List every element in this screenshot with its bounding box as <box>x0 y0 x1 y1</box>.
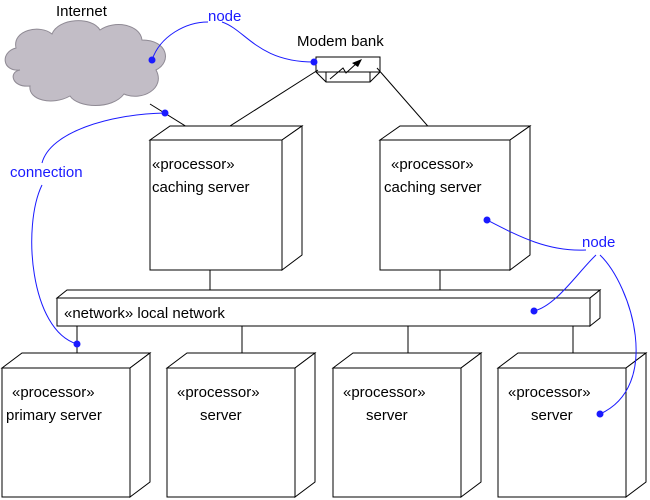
connection-pointer-primary <box>31 184 78 345</box>
server-2-stereotype: «processor» <box>343 384 426 401</box>
internet-cloud <box>4 20 166 106</box>
local-network-label: «network» local network <box>64 305 225 322</box>
server-2-node <box>331 352 483 498</box>
server-3-name: server <box>531 407 573 424</box>
node-dot-server <box>596 410 604 418</box>
caching-server-left-stereotype: «processor» <box>152 156 235 173</box>
node-dot-cache <box>483 216 491 224</box>
node-pointer-server <box>599 254 637 415</box>
caching-server-left-name: caching server <box>152 179 250 196</box>
connection-dot-internet <box>161 109 169 117</box>
primary-server-name: primary server <box>6 407 102 424</box>
caching-server-right-stereotype: «processor» <box>391 156 474 173</box>
connection-dot-primary <box>73 340 81 348</box>
server-1-stereotype: «processor» <box>177 384 260 401</box>
annotation-dots <box>73 56 604 418</box>
modem-bank-label: Modem bank <box>297 33 384 50</box>
server-2-name: server <box>366 407 408 424</box>
node-annotation-right: node <box>582 234 615 251</box>
lightning-icon <box>329 59 362 80</box>
node-pointer-network <box>533 254 597 312</box>
node-pointer-modem <box>221 21 315 63</box>
connection-annotation: connection <box>10 164 83 181</box>
node-dot-modem <box>310 58 318 66</box>
connection-pointer-internet <box>41 112 166 164</box>
node-annotation-top: node <box>208 8 241 25</box>
internet-label: Internet <box>56 3 108 20</box>
node-pointer-cloud <box>151 21 209 61</box>
server-3-node <box>496 352 648 498</box>
server-3-stereotype: «processor» <box>508 384 591 401</box>
server-1-node <box>165 352 317 498</box>
modem-bank <box>315 56 381 83</box>
annotation-pointers <box>31 21 637 415</box>
node-dot-network <box>530 307 538 315</box>
local-network-node <box>55 288 602 328</box>
node-pointer-cache <box>486 219 587 251</box>
caching-server-left-node <box>148 125 304 271</box>
caching-server-right-name: caching server <box>384 179 482 196</box>
server-1-name: server <box>200 407 242 424</box>
primary-server-stereotype: «processor» <box>12 384 95 401</box>
node-dot-cloud <box>148 56 156 64</box>
caching-server-right-node <box>378 125 532 271</box>
primary-server-node <box>0 352 152 498</box>
